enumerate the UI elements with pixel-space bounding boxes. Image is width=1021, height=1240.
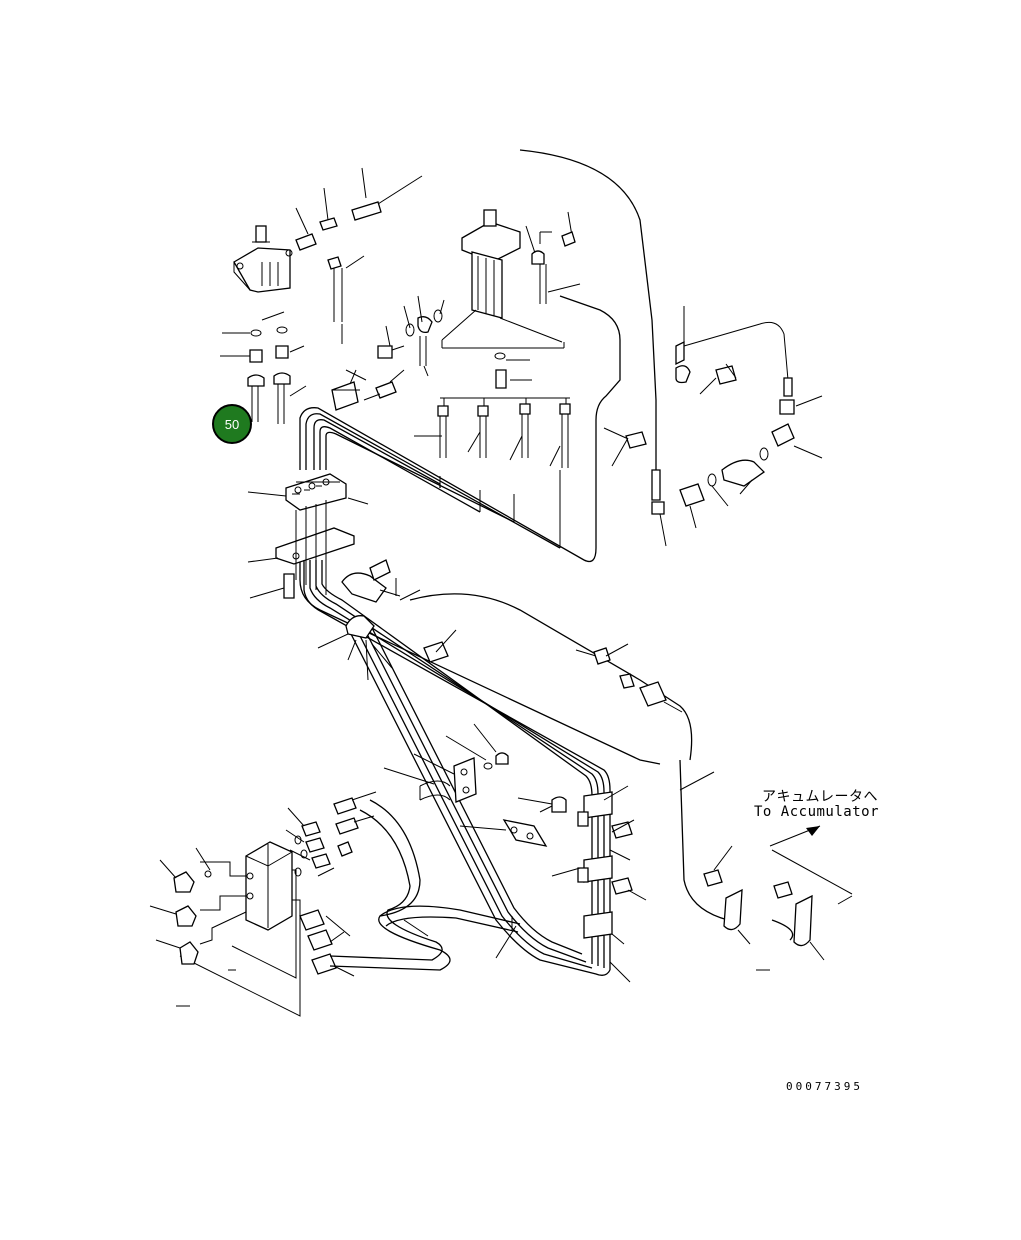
- line-clamps: [317, 559, 457, 681]
- callout-50[interactable]: 50: [212, 404, 252, 444]
- fittings-right: [603, 306, 823, 547]
- junction-block-lower-left: [149, 841, 301, 1017]
- bracket-lower-center: [383, 723, 567, 847]
- pipe-bundle-upper: [299, 295, 661, 765]
- fittings-center-row: [331, 295, 571, 468]
- control-valve-left: [233, 225, 291, 293]
- pipe-clamp-block: [247, 473, 369, 599]
- hose-loop: [329, 799, 521, 971]
- destination-label-en: To Accumulator: [754, 804, 880, 820]
- drawing-number: 00077395: [786, 1080, 863, 1093]
- destination-arrow: [769, 825, 821, 847]
- brackets-lower-right: [703, 845, 853, 961]
- accumulator-line: [409, 149, 794, 941]
- pilot-valve-center: [440, 209, 581, 406]
- destination-label-jp: アキュムレータへ: [762, 789, 878, 805]
- callout-50-label: 50: [225, 417, 239, 432]
- fittings-top-left: [220, 167, 423, 424]
- pipe-bundle-lower: [303, 560, 611, 976]
- vertical-run-clamps: [495, 785, 647, 983]
- fittings-mid-right: [575, 643, 683, 713]
- fittings-lower-left: [285, 791, 377, 977]
